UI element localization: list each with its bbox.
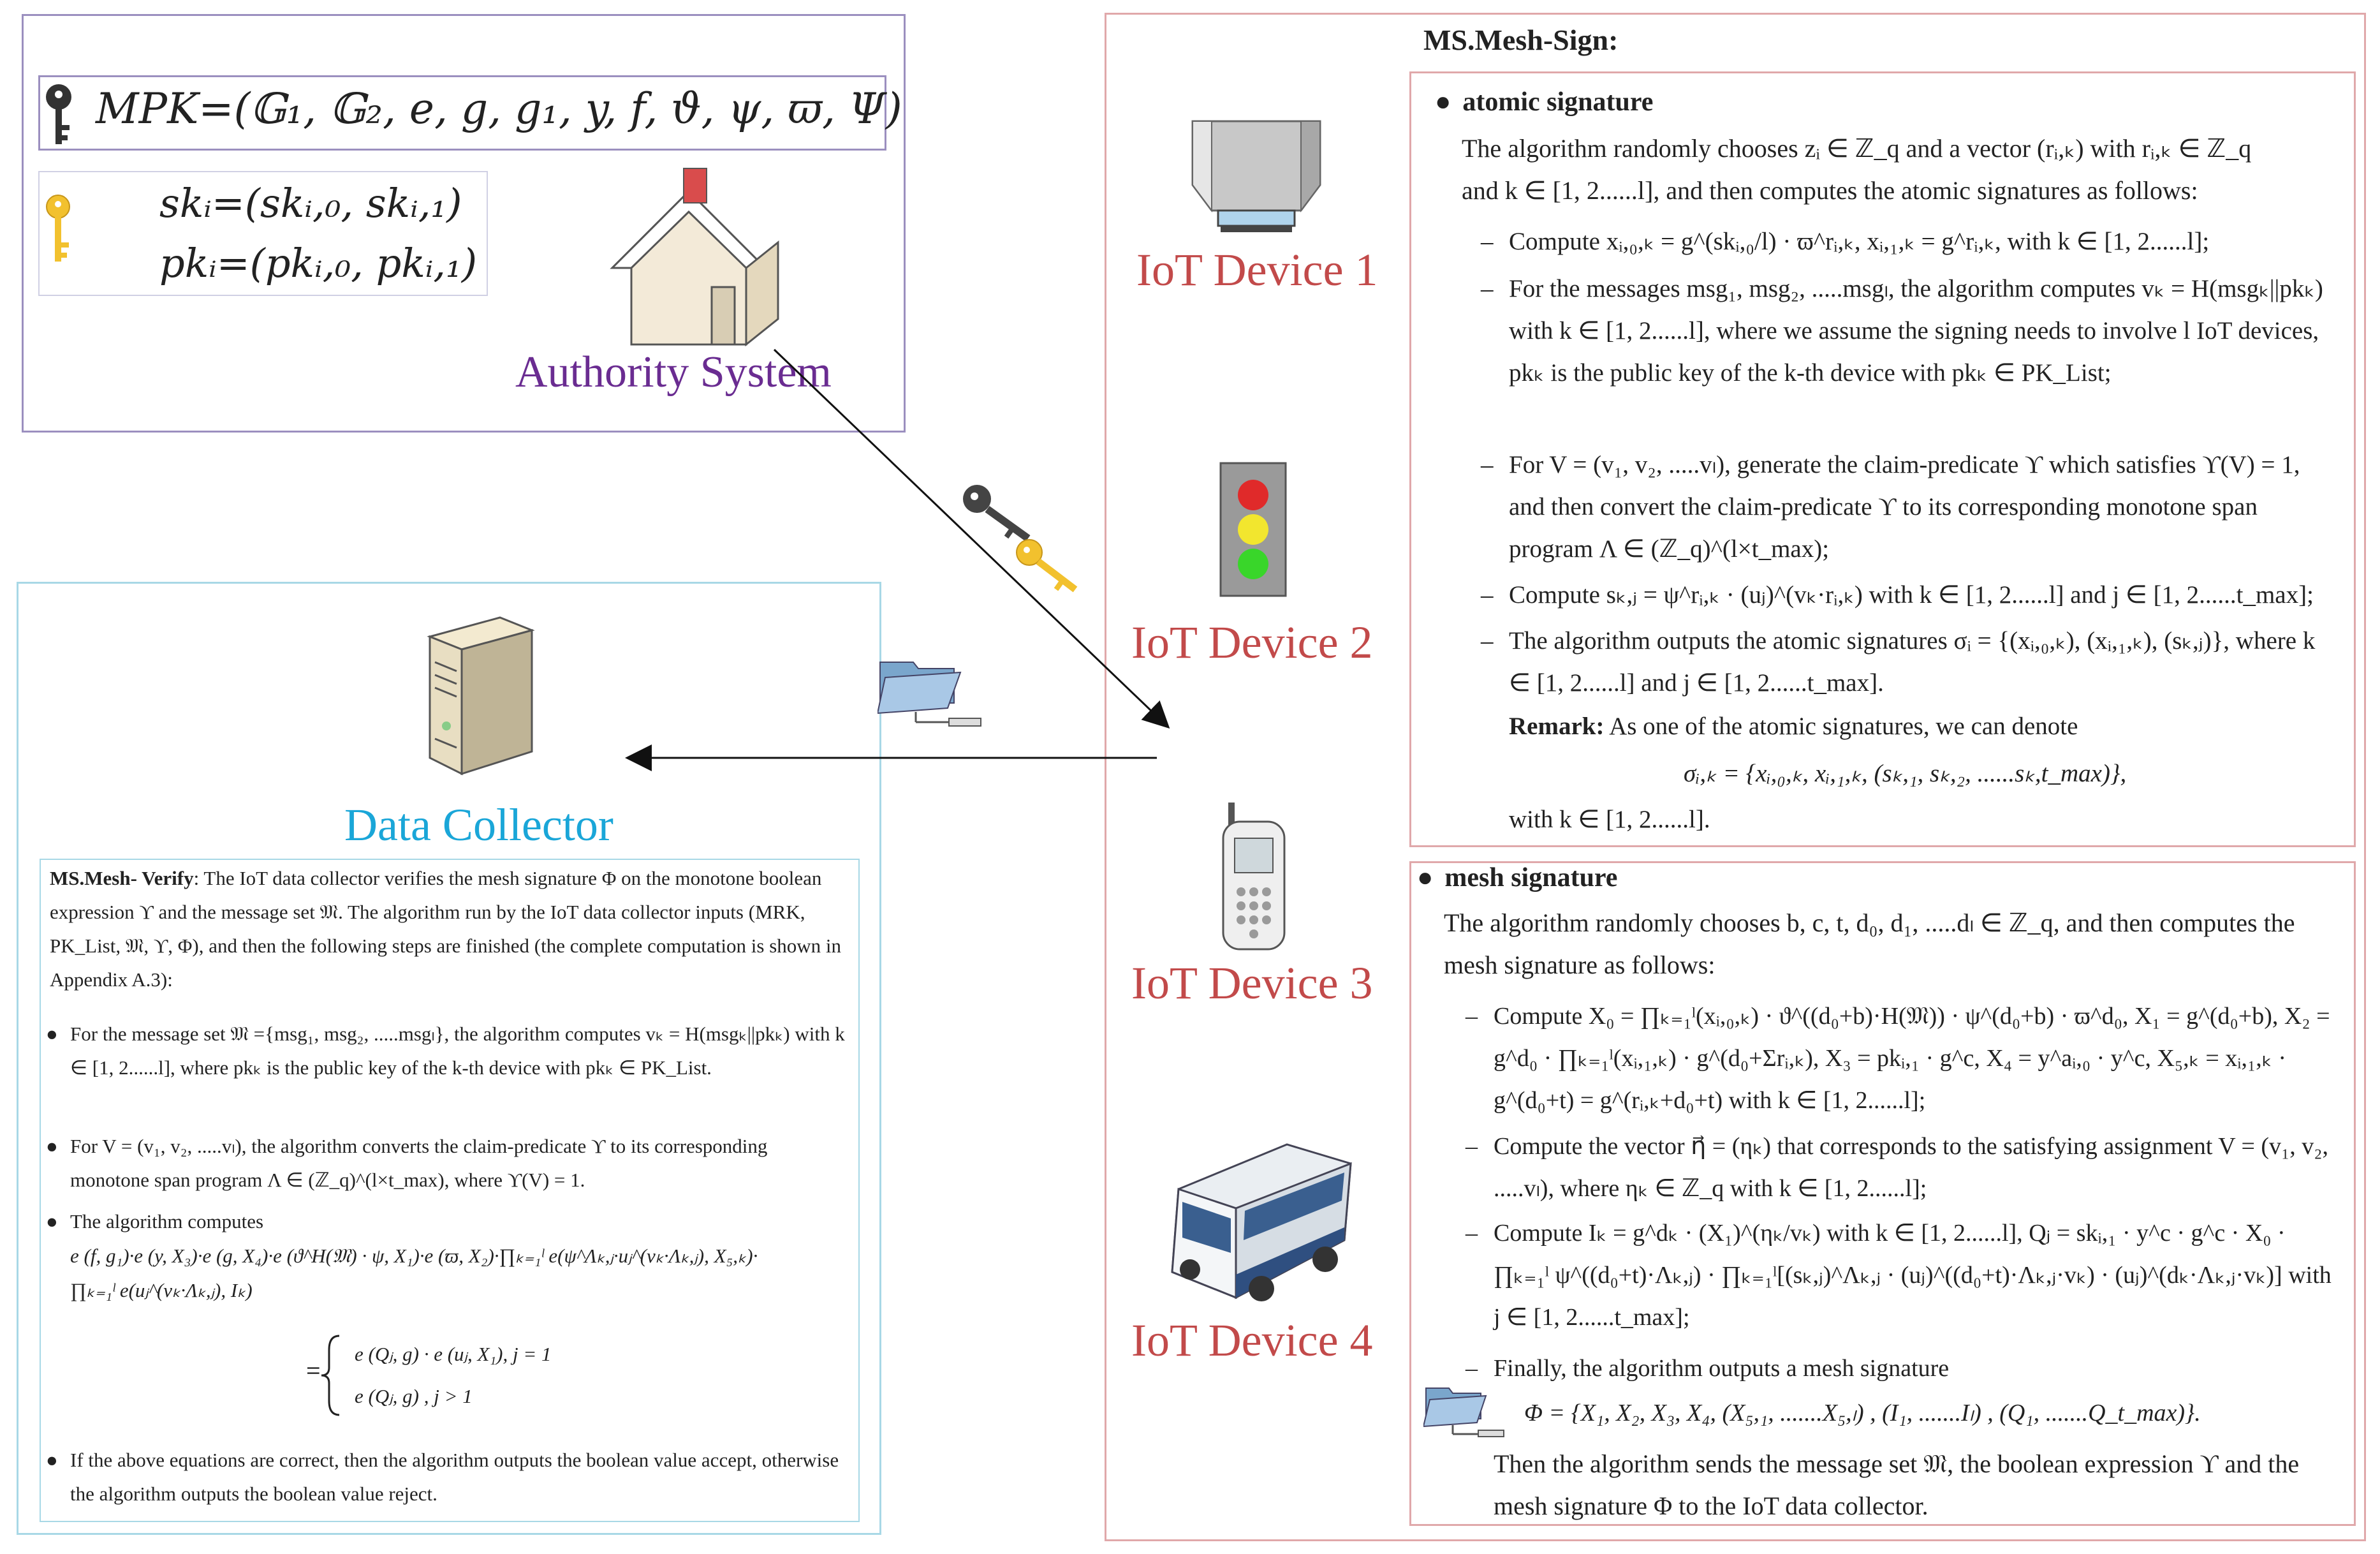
atomic-step-1: –Compute xᵢ,₀,ₖ = g^(skᵢ,₀/l) · ϖ^rᵢ,ₖ, … [1481, 228, 2210, 255]
device-panel [1105, 13, 2366, 1541]
verify-intro: MS.Mesh- Verify: The IoT data collector … [50, 861, 851, 996]
mesh-intro: The algorithm randomly chooses b, c, t, … [1444, 908, 2295, 979]
remark-formula: σᵢ,ₖ = {xᵢ,₀,ₖ, xᵢ,₁,ₖ, (sₖ,₁, sₖ,₂, ...… [1684, 760, 2127, 787]
verify-box [40, 859, 860, 1522]
collector-title: Data Collector [344, 799, 613, 850]
verify-bullet-3: ●The algorithm computes [46, 1210, 264, 1232]
verify-case-2: e (Qⱼ, g) , j > 1 [355, 1385, 473, 1407]
verify-bullet-1: ●For the message set 𝔐 ={msg₁, msg₂, ...… [46, 1023, 845, 1079]
atomic-title: ●atomic signature [1435, 87, 1654, 117]
device-3-label: IoT Device 3 [1131, 958, 1373, 1009]
verify-intro-text: : The IoT data collector verifies the me… [50, 867, 842, 991]
svg-text:=: = [306, 1356, 321, 1385]
atomic-intro-1: The algorithm randomly chooses zᵢ ∈ ℤ_q … [1462, 134, 2252, 163]
folder-network-icon [878, 662, 981, 727]
device-4-label: IoT Device 4 [1131, 1315, 1373, 1366]
authority-panel [22, 14, 906, 433]
cellphone-icon [1222, 803, 1286, 951]
atomic-step-2: –For the messages msg₁, msg₂, .....msgₗ,… [1481, 275, 2323, 387]
verify-bullet-4: ●If the above equations are correct, the… [46, 1449, 839, 1505]
mesh-step-4: –Finally, the algorithm outputs a mesh s… [1465, 1355, 1950, 1382]
sk-formula: skᵢ=(skᵢ,₀, skᵢ,₁) [159, 180, 462, 226]
device-2-label: IoT Device 2 [1131, 617, 1373, 668]
atomic-intro-2: and k ∈ [1, 2......l], and then computes… [1462, 176, 2198, 205]
equation-brace: = [306, 1335, 340, 1416]
mesh-step-2: –Compute the vector η⃗ = (ηₖ) that corre… [1465, 1133, 2329, 1202]
mesh-step-1: –Compute X₀ = ∏ₖ₌₁ˡ(xᵢ,₀,ₖ) · ϑ^((d₀+b)·… [1465, 1003, 2330, 1114]
bus-icon [1171, 1143, 1352, 1301]
atomic-step-5: –The algorithm outputs the atomic signat… [1481, 627, 2316, 697]
mesh-formula: Φ = {X₁, X₂, X₃, X₄, (X₅,₁, .......X₅,ₗ)… [1524, 1400, 2201, 1426]
sign-heading: MS.Mesh-Sign: [1423, 24, 1619, 56]
mesh-step-3: –Compute Iₖ = g^dₖ · (X₁)^(ηₖ/vₖ) with k… [1465, 1220, 2332, 1331]
authority-title: Authority System [515, 348, 832, 397]
folder-network-icon [1423, 1388, 1504, 1437]
mesh-tail: Then the algorithm sends the message set… [1494, 1449, 2300, 1520]
arrow-authority-to-devices [773, 348, 1170, 729]
key-box [38, 171, 488, 296]
device-1-label: IoT Device 1 [1136, 244, 1378, 295]
atomic-step-3: –For V = (v₁, v₂, .....vₗ), generate the… [1481, 451, 2300, 563]
remark-text: As one of the atomic signatures, we can … [1609, 713, 2078, 740]
house-icon [610, 168, 779, 347]
mpk-box [38, 75, 886, 151]
verify-equation-line-2: ∏ₖ₌₁ˡ e(uⱼ^(vₖ·Λₖ,ⱼ), Iₖ) [70, 1279, 253, 1301]
collector-panel [17, 582, 881, 1535]
server-icon [427, 616, 535, 776]
traffic-light-icon [1219, 462, 1287, 597]
key-gold-icon [1016, 539, 1078, 593]
key-dark-icon [963, 485, 1031, 542]
atomic-signature-box [1409, 71, 2356, 847]
remark-label: Remark: [1509, 713, 1605, 740]
verify-case-1: e (Qⱼ, g) · e (uⱼ, X₁), j = 1 [355, 1343, 552, 1365]
key-gold-icon [46, 195, 70, 262]
remark-tail: with k ∈ [1, 2......l]. [1509, 806, 1710, 833]
atomic-step-4: –Compute sₖ,ⱼ = ψ^rᵢ,ₖ · (uⱼ)^(vₖ·rᵢ,ₖ) … [1481, 581, 2314, 609]
pk-formula: pkᵢ=(pkᵢ,₀, pkᵢ,₁) [159, 240, 478, 286]
mpk-formula: MPK=(𝔾₁, 𝔾₂, e, g, g₁, y, f, ϑ, ψ, ϖ, Ψ) [96, 84, 902, 133]
sensor-icon [1191, 120, 1321, 232]
atomic-remark: Remark: As one of the atomic signatures,… [1509, 706, 2338, 748]
mesh-signature-box [1409, 861, 2356, 1526]
verify-equation-line-1: e (f, g₁)·e (y, X₃)·e (g, X₄)·e (ϑ^H(𝔐) … [70, 1245, 758, 1267]
mesh-title: ●mesh signature [1417, 863, 1618, 892]
verify-heading: MS.Mesh- Verify [50, 867, 194, 889]
verify-bullet-2: ●For V = (v₁, v₂, .....vₗ), the algorith… [46, 1135, 768, 1191]
key-dark-icon [46, 84, 71, 144]
